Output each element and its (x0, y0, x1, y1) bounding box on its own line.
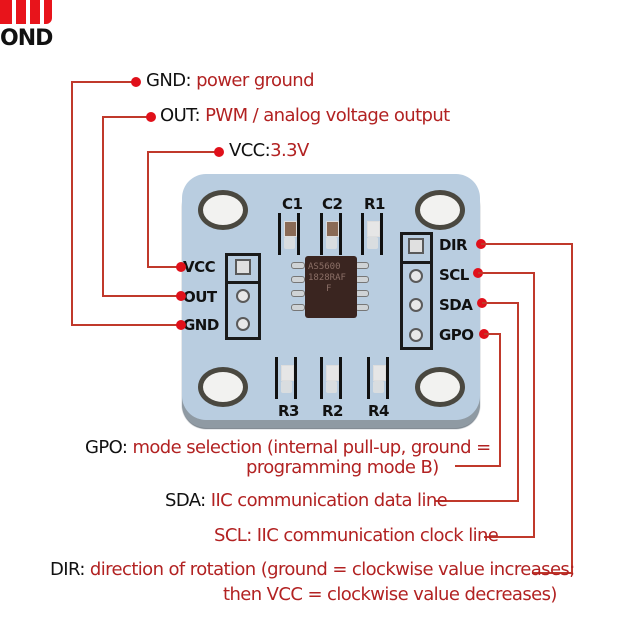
left-pin-header (225, 253, 261, 340)
pin-vcc-pad (235, 259, 251, 275)
dir-leader (481, 243, 573, 245)
mount-hole (415, 190, 465, 230)
logo-text: OND (0, 26, 53, 51)
silk-r3: R3 (278, 402, 300, 420)
gpo-annotation-line2: programming mode B) (246, 457, 439, 478)
silk-scl: SCL (439, 266, 469, 284)
silk-dir: DIR (439, 236, 468, 254)
gpo-annotation: GPO: mode selection (internal pull-up, g… (85, 437, 491, 458)
logo-mark (0, 0, 52, 24)
out-annotation: OUT: PWM / analog voltage output (160, 105, 450, 126)
right-pin-header (400, 232, 433, 350)
gnd-annotation: GND: power ground (146, 70, 315, 91)
vcc-annotation: VCC:3.3V (229, 140, 309, 161)
dir-annotation: DIR: direction of rotation (ground = clo… (50, 559, 575, 580)
pin-gpo-pad (409, 328, 423, 342)
pin-sda-pad (409, 298, 423, 312)
pin-dir-pad (408, 238, 424, 254)
scl-leader (478, 272, 535, 274)
gnd-leader (71, 81, 136, 83)
pin-scl-pad (409, 269, 423, 283)
dir-annotation-line2: then VCC = clockwise value decreases) (223, 584, 557, 605)
resistor-r4 (367, 357, 389, 399)
sda-leader (482, 302, 519, 304)
chip-marking: AS5600 1828RAF F (308, 262, 346, 294)
resistor-r2 (320, 357, 342, 399)
pin-out-pad (236, 289, 250, 303)
silk-r1: R1 (364, 195, 386, 213)
silk-c1: C1 (282, 195, 303, 213)
silk-r4: R4 (368, 402, 390, 420)
as5600-chip (305, 256, 357, 318)
silk-r2: R2 (322, 402, 344, 420)
resistor-r3 (275, 357, 297, 399)
silk-vcc: VCC (183, 258, 216, 276)
gpo-leader (484, 333, 501, 335)
silk-gnd: GND (183, 316, 219, 334)
out-leader (102, 116, 152, 118)
capacitor-c1 (278, 213, 300, 255)
silk-out: OUT (183, 288, 217, 306)
out-dot (146, 112, 156, 122)
vcc-dot (214, 147, 224, 157)
pin-gnd-pad (236, 317, 250, 331)
mount-hole (415, 367, 465, 407)
vcc-leader (147, 151, 219, 153)
brand-logo: OND (0, 0, 70, 52)
silk-gpo: GPO (439, 326, 474, 344)
capacitor-c2 (320, 213, 342, 255)
scl-annotation: SCL: IIC communication clock line (214, 525, 499, 546)
mount-hole (198, 367, 248, 407)
sda-annotation: SDA: IIC communication data line (165, 490, 448, 511)
silk-sda: SDA (439, 296, 473, 314)
silk-c2: C2 (322, 195, 343, 213)
gnd-dot (131, 77, 141, 87)
mount-hole (198, 190, 248, 230)
resistor-r1 (361, 213, 383, 255)
